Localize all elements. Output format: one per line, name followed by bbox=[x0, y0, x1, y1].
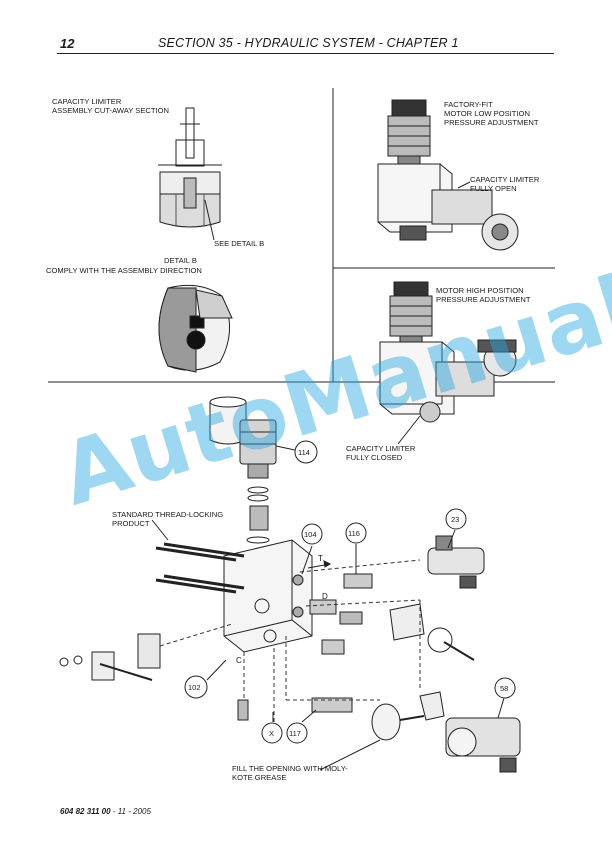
header-rule bbox=[57, 53, 554, 54]
callout-circle-116 bbox=[345, 522, 367, 544]
footer: 604 82 311 00 - 11 - 2005 bbox=[60, 807, 151, 816]
port-label-t: T bbox=[318, 554, 323, 563]
label-fill-opening: FILL THE OPENING WITH MOLY-KOTE GREASE bbox=[232, 764, 348, 782]
callout-114: 114 bbox=[298, 448, 310, 457]
callout-circle-x bbox=[261, 722, 283, 744]
cutaway-drawing bbox=[158, 107, 222, 241]
port-label-c: C bbox=[236, 656, 242, 665]
detail-b-drawing bbox=[158, 284, 233, 373]
page-title: SECTION 35 - HYDRAULIC SYSTEM - CHAPTER … bbox=[158, 36, 459, 50]
callout-117: 117 bbox=[289, 729, 301, 738]
callout-23: 23 bbox=[451, 515, 460, 524]
valve-closed-drawing bbox=[379, 281, 517, 445]
callout-58: 58 bbox=[500, 684, 509, 693]
callout-116: 116 bbox=[348, 529, 360, 538]
footer-date: - 11 - 2005 bbox=[110, 807, 151, 816]
label-comply: COMPLY WITH THE ASSEMBLY DIRECTION bbox=[46, 266, 202, 275]
page-number: 12 bbox=[60, 36, 75, 51]
label-detail-b: DETAIL B bbox=[164, 256, 197, 265]
callout-102: 102 bbox=[188, 683, 201, 692]
valve-open-drawing bbox=[377, 99, 519, 251]
callout-circle-117 bbox=[286, 722, 308, 744]
callout-circle-23 bbox=[445, 508, 467, 530]
callout-circle-58 bbox=[494, 677, 516, 699]
callout-104: 104 bbox=[304, 530, 317, 539]
exploded-view-drawing bbox=[59, 396, 521, 773]
callout-x: X bbox=[269, 729, 275, 738]
port-label-d: D bbox=[322, 592, 328, 601]
callout-circle-114 bbox=[294, 440, 318, 464]
footer-code: 604 82 311 00 bbox=[60, 807, 111, 816]
callout-circle-102 bbox=[184, 675, 208, 699]
callout-circle-104 bbox=[301, 523, 323, 545]
label-see-detail: SEE DETAIL B bbox=[214, 239, 265, 248]
